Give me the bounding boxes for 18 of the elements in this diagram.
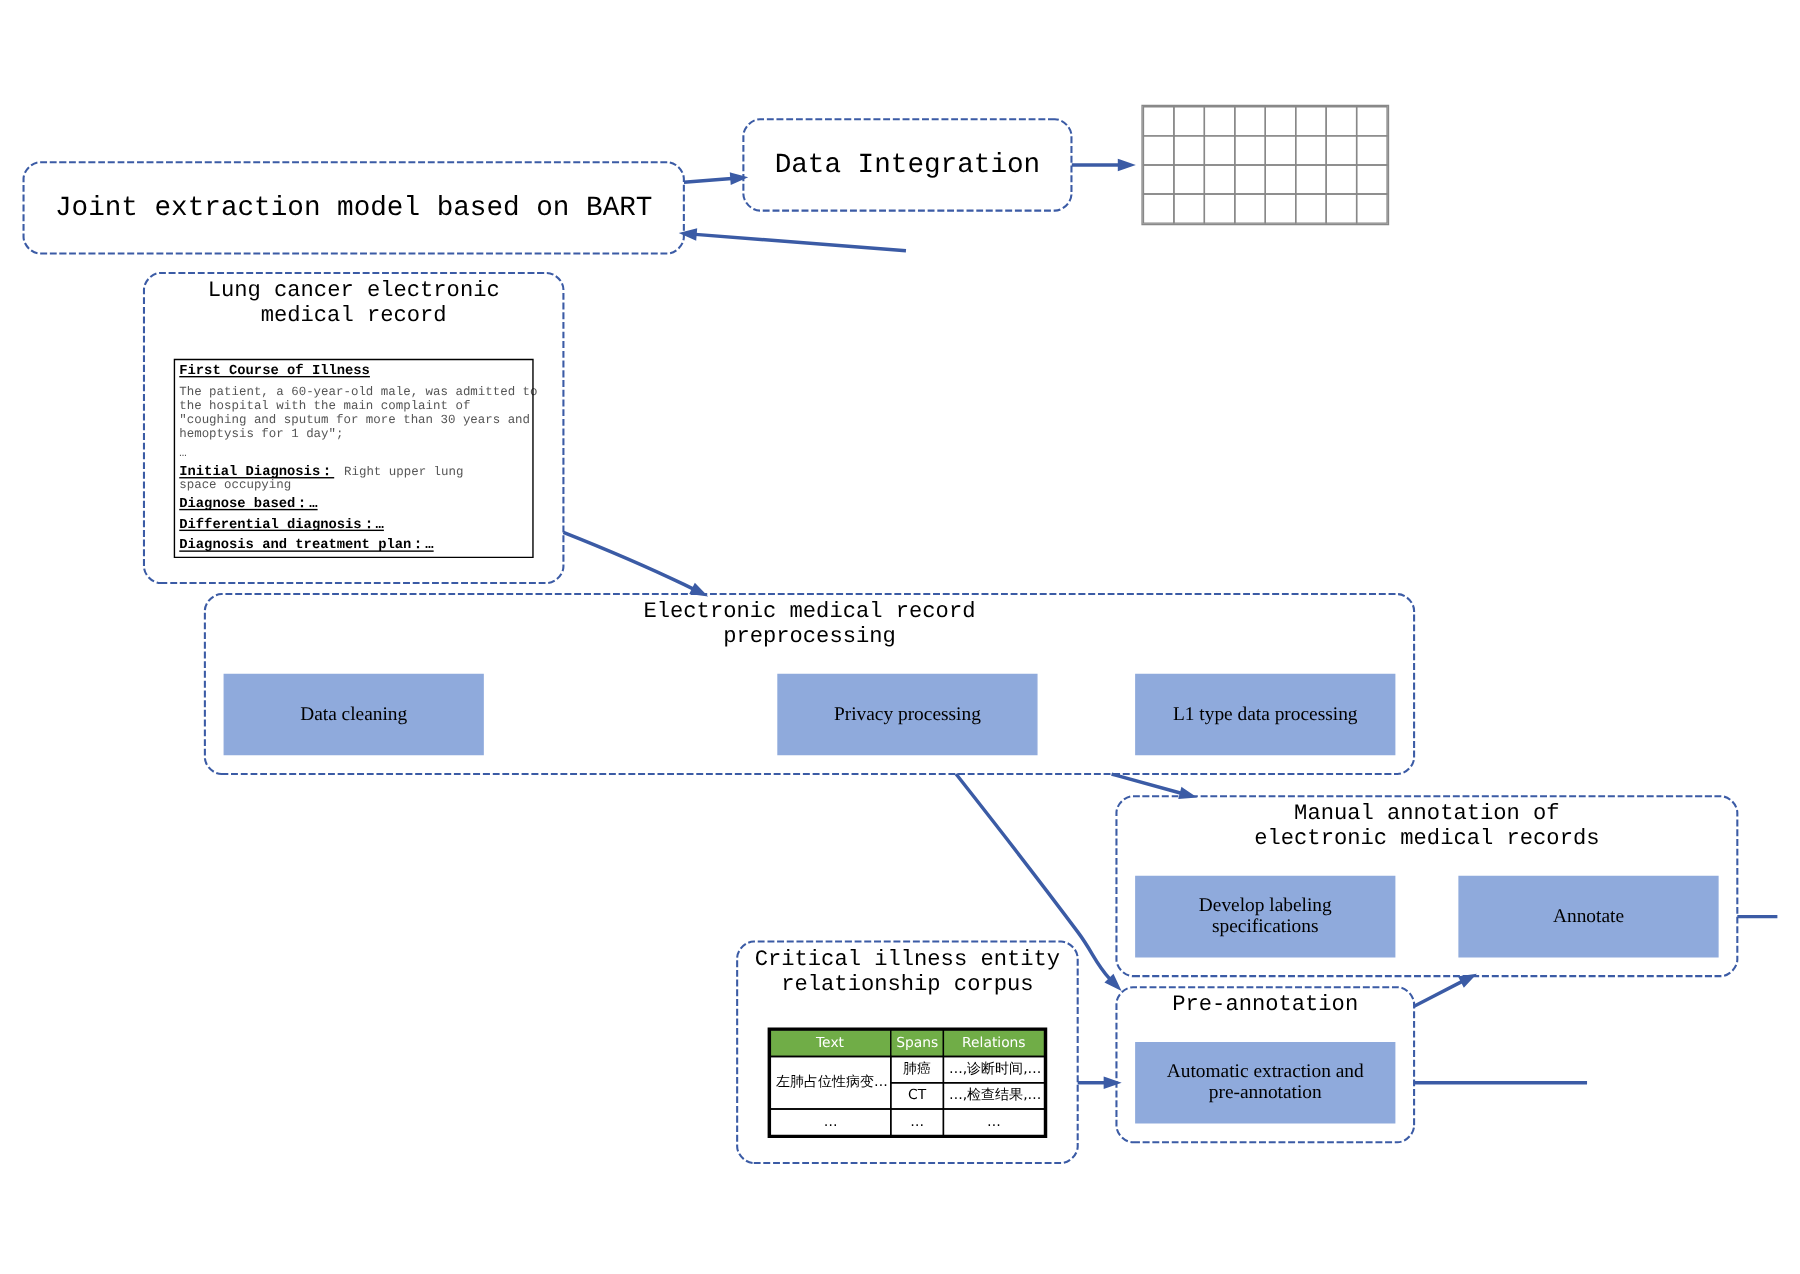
connector xyxy=(1413,1081,1587,1085)
arrow xyxy=(677,228,906,253)
node-box: Data cleaning xyxy=(222,673,483,756)
arrow xyxy=(953,772,1121,991)
arrow xyxy=(561,530,708,597)
node-box: Develop labeling specifications xyxy=(1134,875,1395,958)
node-box: L1 type data processing xyxy=(1134,673,1395,756)
node-box: Annotate xyxy=(1457,875,1718,958)
node-box: Data Integration xyxy=(741,118,1072,212)
arrow xyxy=(1412,973,1476,1008)
connector xyxy=(1736,914,1777,919)
arrow xyxy=(682,172,748,185)
arrow xyxy=(1110,772,1197,800)
node-box: Privacy processing xyxy=(776,673,1037,756)
node-box: Joint extraction model based on BART xyxy=(21,161,684,255)
node-box: Automatic extraction and pre-annotation xyxy=(1134,1041,1395,1124)
arrow xyxy=(1076,1076,1121,1090)
arrow xyxy=(1070,158,1135,172)
